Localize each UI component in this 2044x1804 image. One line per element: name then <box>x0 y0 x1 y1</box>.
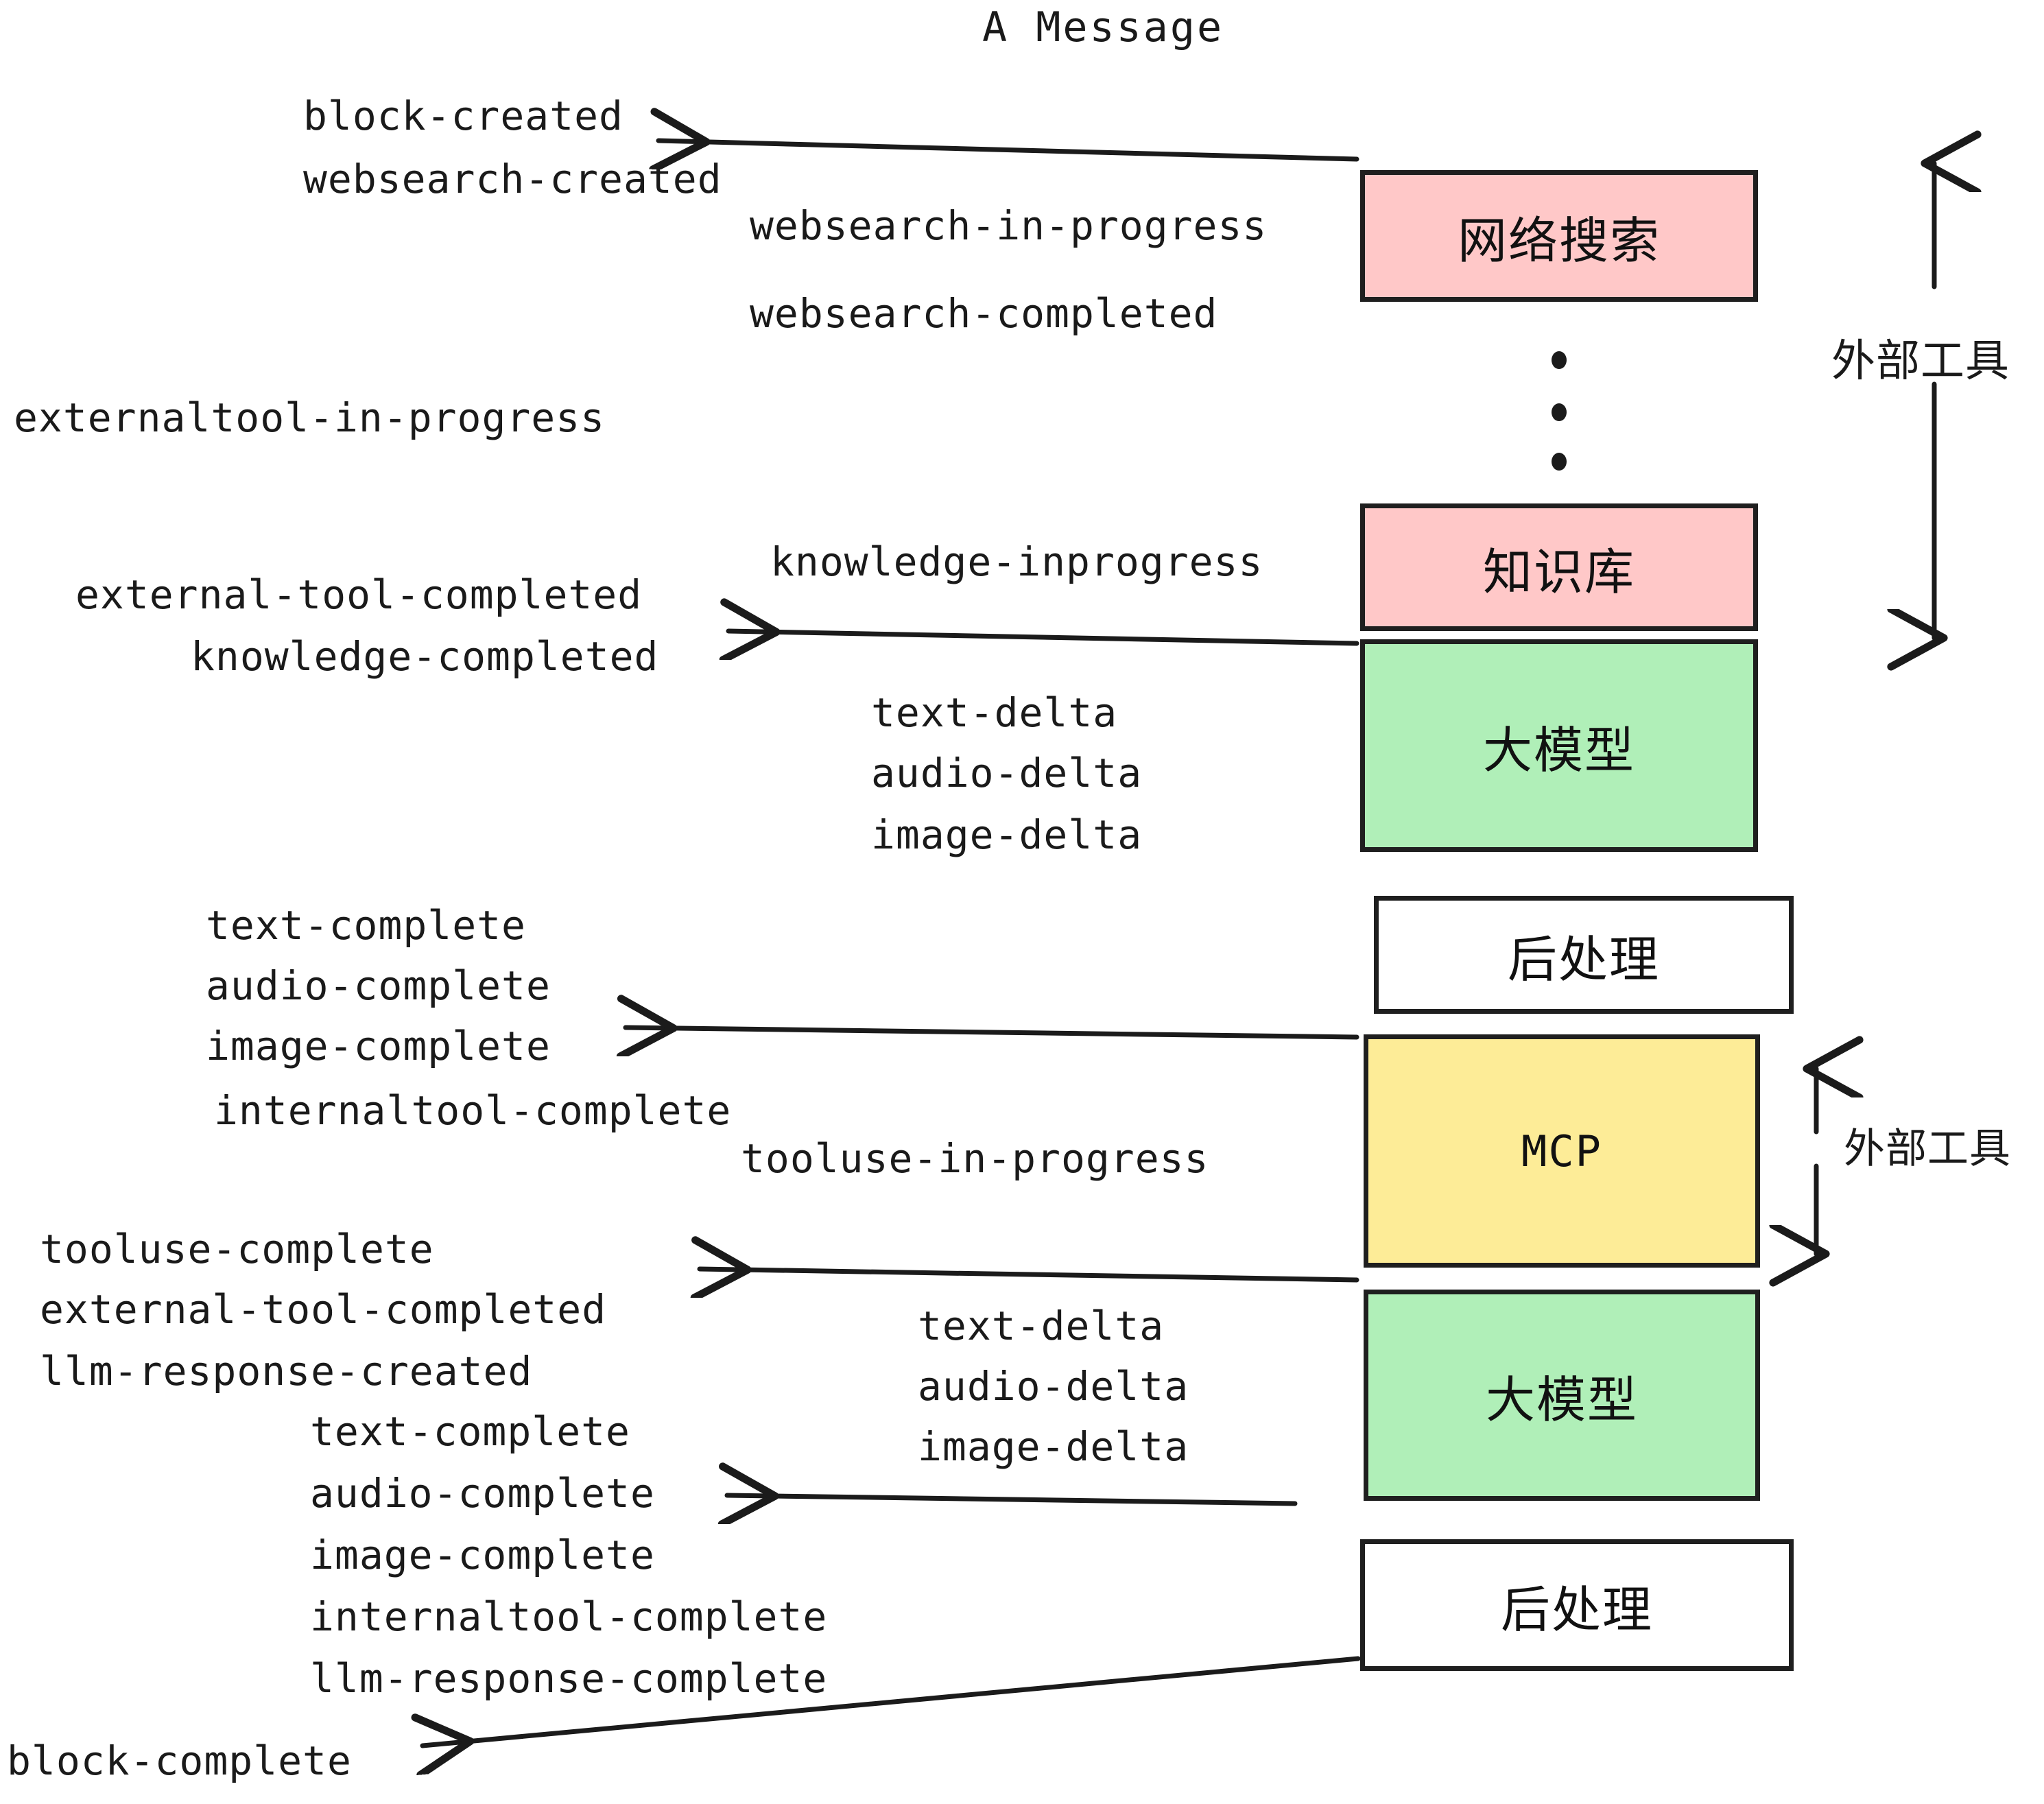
node-label: 网络搜索 <box>1457 211 1661 270</box>
node-label: 知识库 <box>1482 543 1635 601</box>
event-label-tooluse-complete: tooluse-complete <box>40 1226 434 1272</box>
node-llm-top: 大模型 <box>1360 639 1758 852</box>
connector-websearch-to-events <box>658 141 1359 159</box>
node-postprocess-top: 后处理 <box>1374 896 1794 1014</box>
event-label-internaltool-complete-2: internaltool-complete <box>310 1593 828 1640</box>
node-mcp: MCP <box>1364 1034 1760 1268</box>
node-label: 后处理 <box>1500 1580 1653 1639</box>
event-label-knowledge-completed: knowledge-completed <box>191 633 659 680</box>
connector-postprocess-top-to-events <box>626 1028 1359 1037</box>
event-label-websearch-completed: websearch-completed <box>750 290 1218 337</box>
side-annotation-external-tools-bottom: 外部工具 <box>1844 1125 2011 1173</box>
event-label-websearch-in-progress: websearch-in-progress <box>750 202 1268 249</box>
event-label-external-tool-completed-1: external-tool-completed <box>75 571 643 618</box>
node-label: 大模型 <box>1482 721 1635 779</box>
connector-knowledge-to-events <box>728 631 1359 643</box>
node-knowledge: 知识库 <box>1360 503 1758 631</box>
node-label: MCP <box>1521 1126 1602 1176</box>
ellipsis-dot-1 <box>1552 351 1567 369</box>
event-label-text-delta-1: text-delta <box>871 689 1118 736</box>
event-label-knowledge-inprogress: knowledge-inprogress <box>770 538 1263 585</box>
connector-llm-bottom-to-events <box>727 1495 1298 1504</box>
node-label: 后处理 <box>1507 930 1660 988</box>
event-label-external-tool-completed-2: external-tool-completed <box>40 1286 607 1333</box>
event-label-llm-response-created: llm-response-created <box>40 1348 533 1394</box>
ellipsis-dot-3 <box>1552 453 1567 471</box>
event-label-block-complete: block-complete <box>7 1737 352 1784</box>
event-label-image-complete-2: image-complete <box>310 1532 655 1578</box>
event-label-internaltool-complete-1: internaltool-complete <box>214 1087 732 1134</box>
page-title: A Message <box>982 3 1224 51</box>
event-label-externaltool-in-progress: externaltool-in-progress <box>14 394 606 441</box>
connector-mcp-to-events <box>700 1269 1359 1280</box>
event-label-audio-delta-1: audio-delta <box>871 750 1143 796</box>
event-label-llm-response-complete: llm-response-complete <box>310 1655 828 1702</box>
side-annotation-external-tools-top: 外部工具 <box>1831 336 2010 387</box>
event-label-image-delta-1: image-delta <box>871 811 1143 858</box>
event-label-text-delta-2: text-delta <box>918 1303 1165 1349</box>
event-label-image-delta-2: image-delta <box>918 1423 1189 1470</box>
node-llm-bottom: 大模型 <box>1364 1290 1760 1501</box>
event-label-audio-complete-1: audio-complete <box>206 962 551 1009</box>
event-label-tooluse-in-progress: tooluse-in-progress <box>741 1135 1209 1182</box>
ellipsis-dot-2 <box>1552 403 1567 421</box>
event-label-image-complete-1: image-complete <box>206 1023 551 1069</box>
event-label-text-complete-2: text-complete <box>310 1408 630 1455</box>
node-websearch: 网络搜索 <box>1360 170 1758 302</box>
event-label-audio-complete-2: audio-complete <box>310 1470 655 1517</box>
node-postprocess-bottom: 后处理 <box>1360 1539 1794 1671</box>
event-label-websearch-created: websearch-created <box>303 156 722 202</box>
node-label: 大模型 <box>1485 1370 1638 1429</box>
event-label-text-complete-1: text-complete <box>206 902 526 949</box>
event-label-audio-delta-2: audio-delta <box>918 1363 1189 1410</box>
event-label-block-created: block-created <box>303 93 623 139</box>
